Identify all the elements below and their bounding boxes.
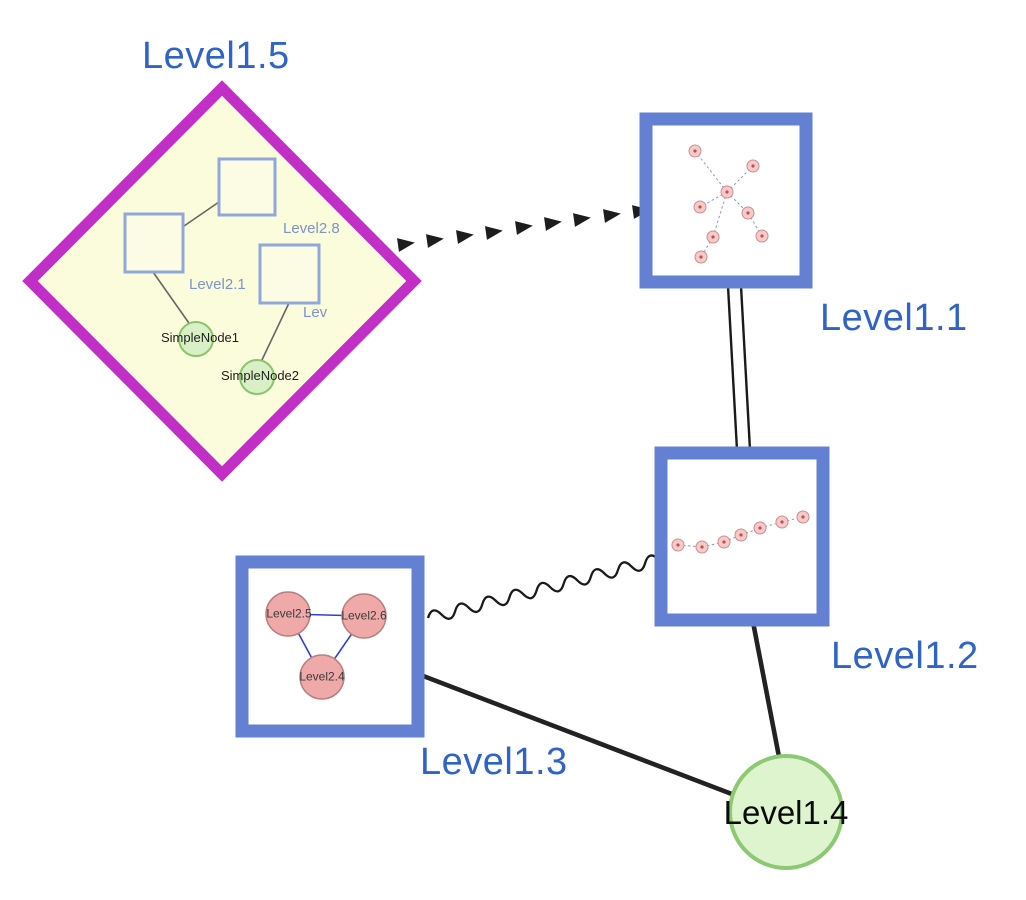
edge-level2-1-to-level2-8[interactable] — [183, 201, 220, 227]
level1-2-subgraph — [671, 510, 810, 554]
label-level1-5: Level1.5 — [142, 35, 290, 77]
edge-level1-3-to-level1-2[interactable] — [426, 554, 660, 620]
label-level2-4: Level2.4 — [299, 669, 345, 684]
node-level1-1[interactable] — [639, 112, 813, 289]
label-level2-6: Level2.6 — [341, 608, 387, 623]
label-level1-2: Level1.2 — [831, 635, 979, 677]
level1-1-subgraph-nodes — [688, 144, 769, 264]
node-simplenode1[interactable] — [178, 321, 214, 357]
node-level1-3[interactable] — [235, 555, 425, 738]
edge-level1-3-to-level1-4[interactable] — [415, 671, 740, 799]
label-level1-1: Level1.1 — [820, 297, 968, 339]
level1-1-subgraph-marks — [693, 149, 764, 259]
node-level2-1[interactable] — [123, 212, 185, 274]
label-level1-3: Level1.3 — [420, 741, 568, 783]
node-level2-8[interactable] — [217, 157, 277, 217]
edge-level2-1-to-simplenode1[interactable] — [152, 271, 192, 327]
node-simplenode2[interactable] — [239, 359, 275, 395]
node-level1-4[interactable] — [728, 754, 844, 870]
node-level1-5-diamond[interactable] — [22, 80, 422, 482]
level1-2-subgraph-marks — [676, 515, 805, 549]
node-level2-6[interactable] — [341, 593, 387, 639]
level1-1-subgraph — [688, 144, 769, 264]
label-level1-4: Level1.4 — [723, 793, 849, 831]
label-simplenode2: SimpleNode2 — [220, 367, 300, 383]
label-lev: Lev — [303, 304, 328, 321]
label-level2-8: Level2.8 — [283, 220, 340, 237]
edge-lev-to-simplenode2[interactable] — [260, 302, 290, 363]
edge-level1-5-to-level1-1[interactable] — [397, 202, 651, 252]
level1-5-inner-edges — [152, 201, 290, 363]
label-simplenode1: SimpleNode1 — [160, 329, 240, 345]
label-level2-5: Level2.5 — [266, 606, 312, 621]
node-lev[interactable] — [258, 243, 321, 305]
edge-level1-2-to-level1-4[interactable] — [750, 619, 783, 765]
node-level2-4[interactable] — [299, 654, 345, 700]
node-level2-5[interactable] — [265, 591, 311, 637]
edge-level1-1-to-level1-2[interactable] — [726, 285, 752, 451]
label-level2-1: Level2.1 — [189, 276, 246, 293]
